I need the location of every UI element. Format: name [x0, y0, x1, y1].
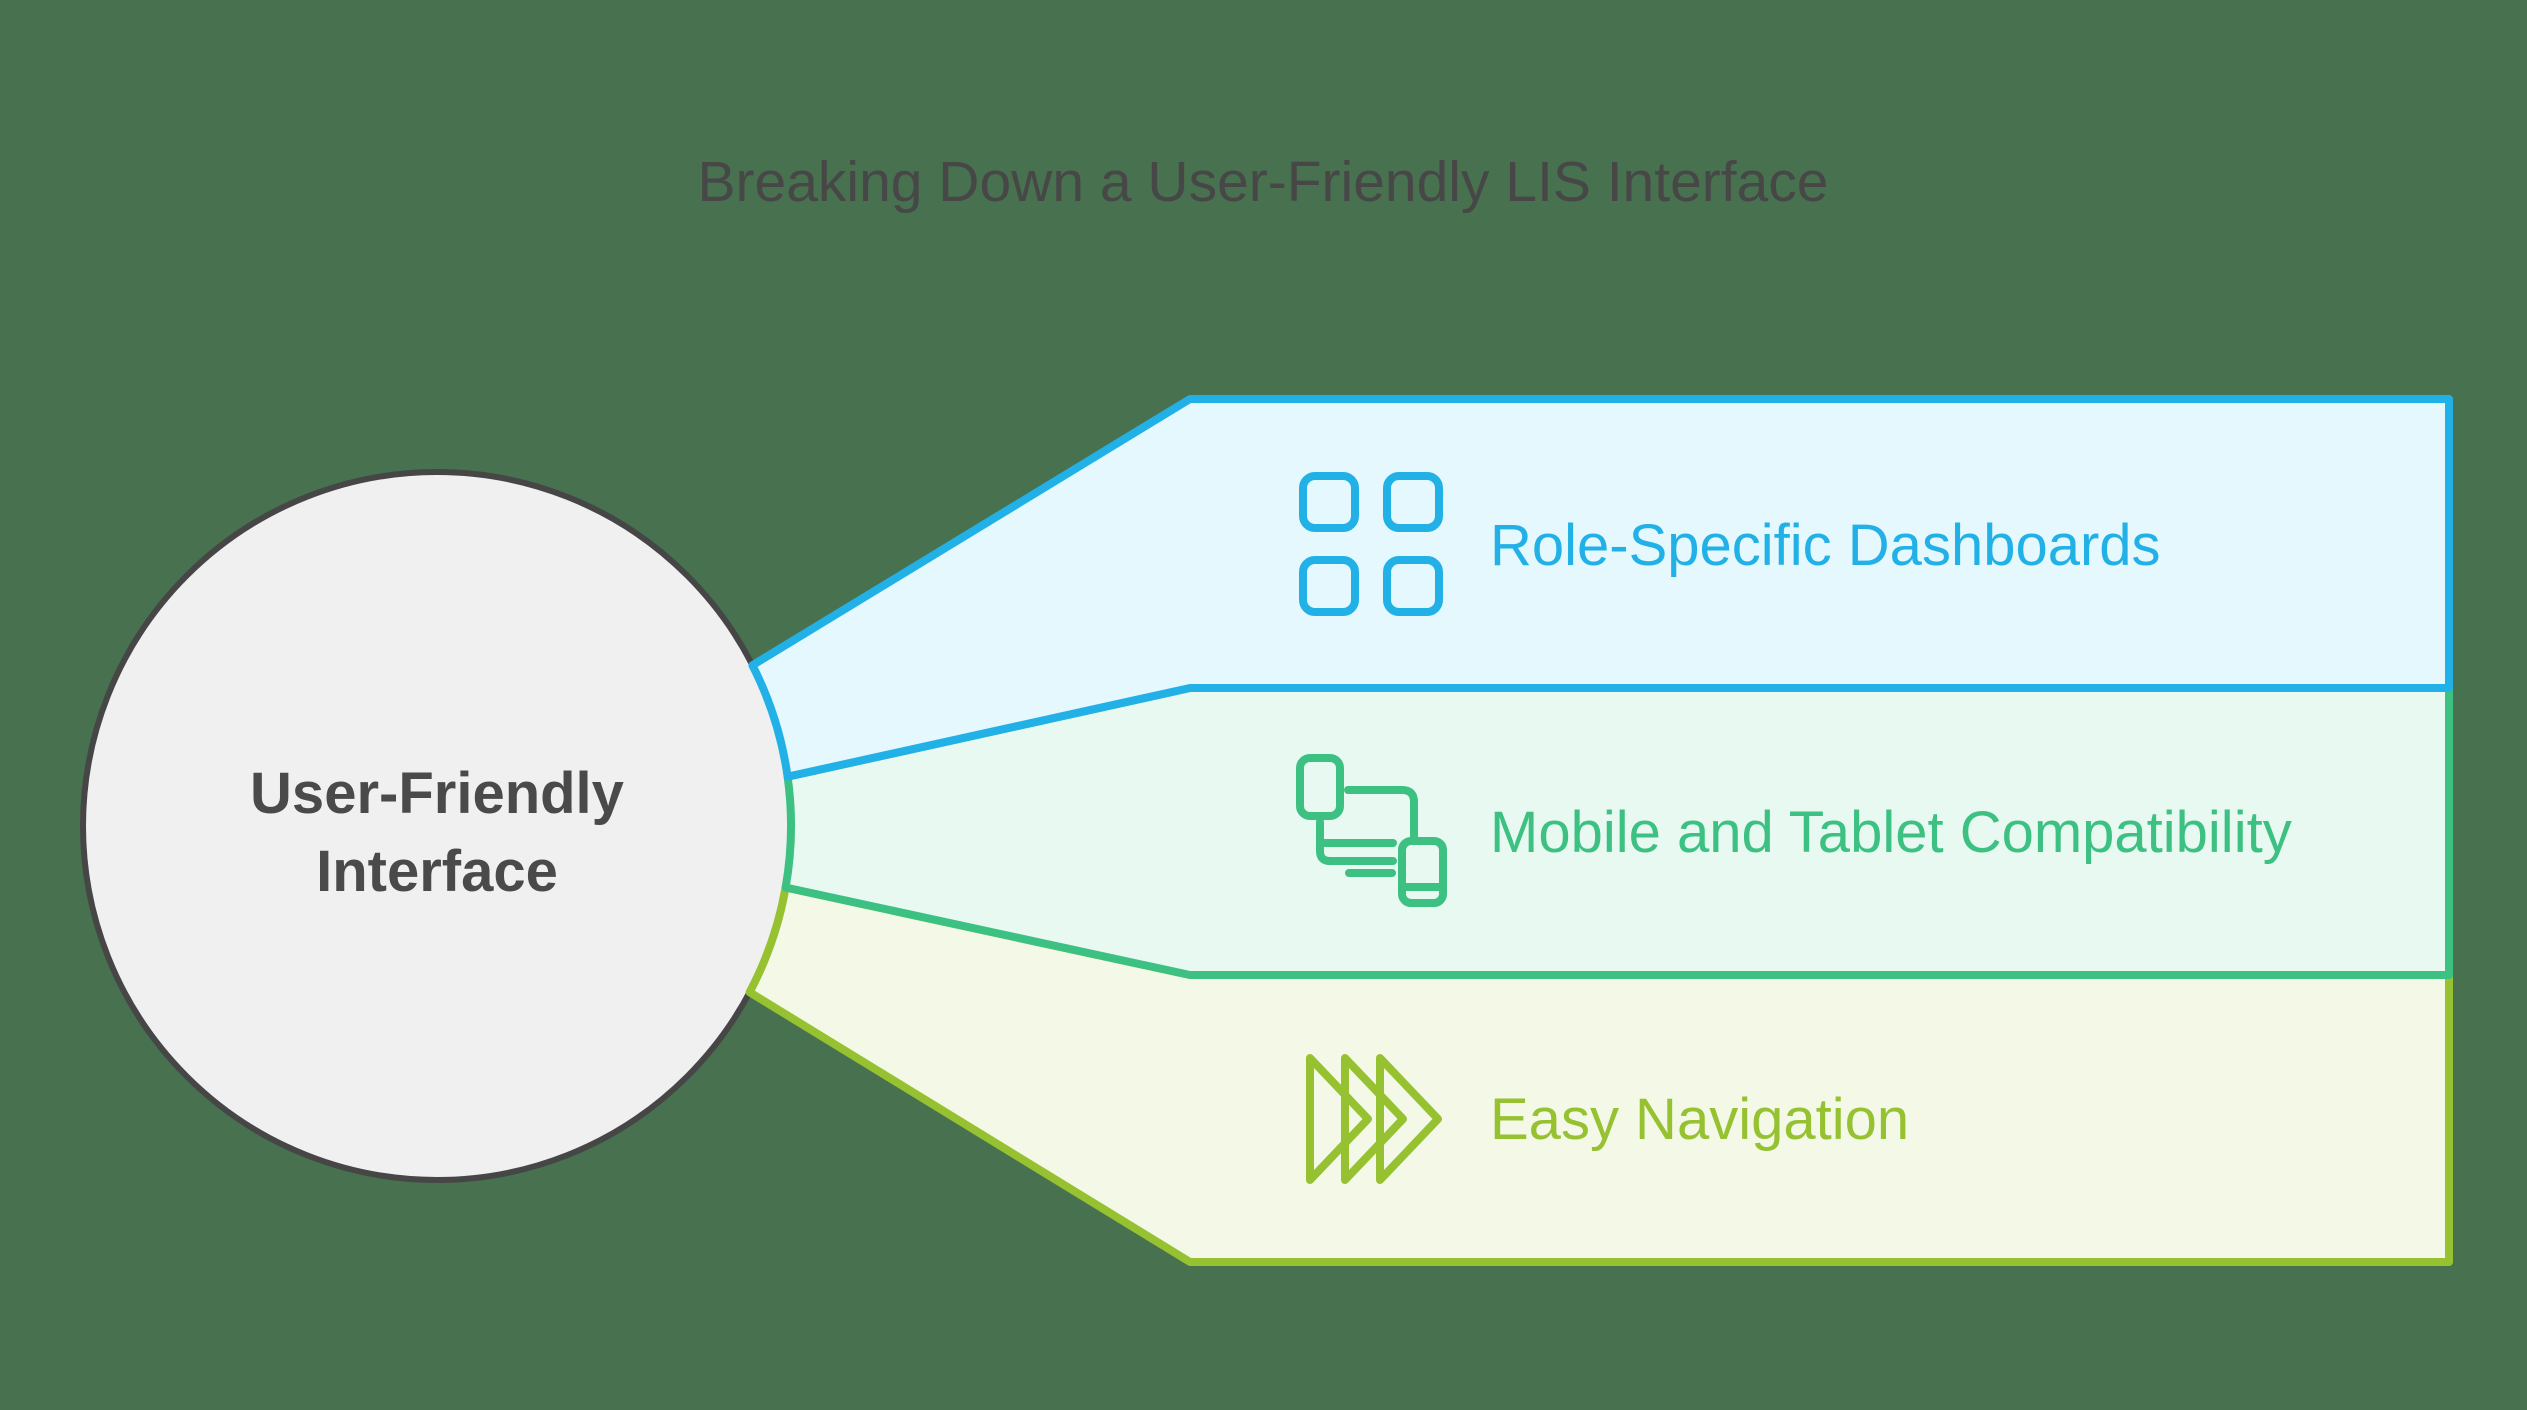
hub-circle: [80, 469, 794, 1183]
hub-label-line2: Interface: [316, 839, 558, 904]
diagram-title: Breaking Down a User-Friendly LIS Interf…: [698, 150, 1829, 214]
branch-band-easy-navigation: [745, 883, 2453, 1266]
branch-label-easy-navigation: Easy Navigation: [1490, 1087, 1909, 1152]
branch-label-mobile-tablet: Mobile and Tablet Compatibility: [1490, 800, 2292, 865]
branch-band-role-dashboards: [748, 395, 2453, 781]
triple-chevron-right-icon: [1306, 1054, 1442, 1184]
hub-label-line1: User-Friendly: [250, 761, 624, 826]
dashboard-grid-icon: [1299, 472, 1443, 616]
branch-band-mobile-tablet: [781, 684, 2453, 979]
branch-label-role-dashboards: Role-Specific Dashboards: [1490, 513, 2161, 578]
devices-icon: [1296, 754, 1447, 907]
